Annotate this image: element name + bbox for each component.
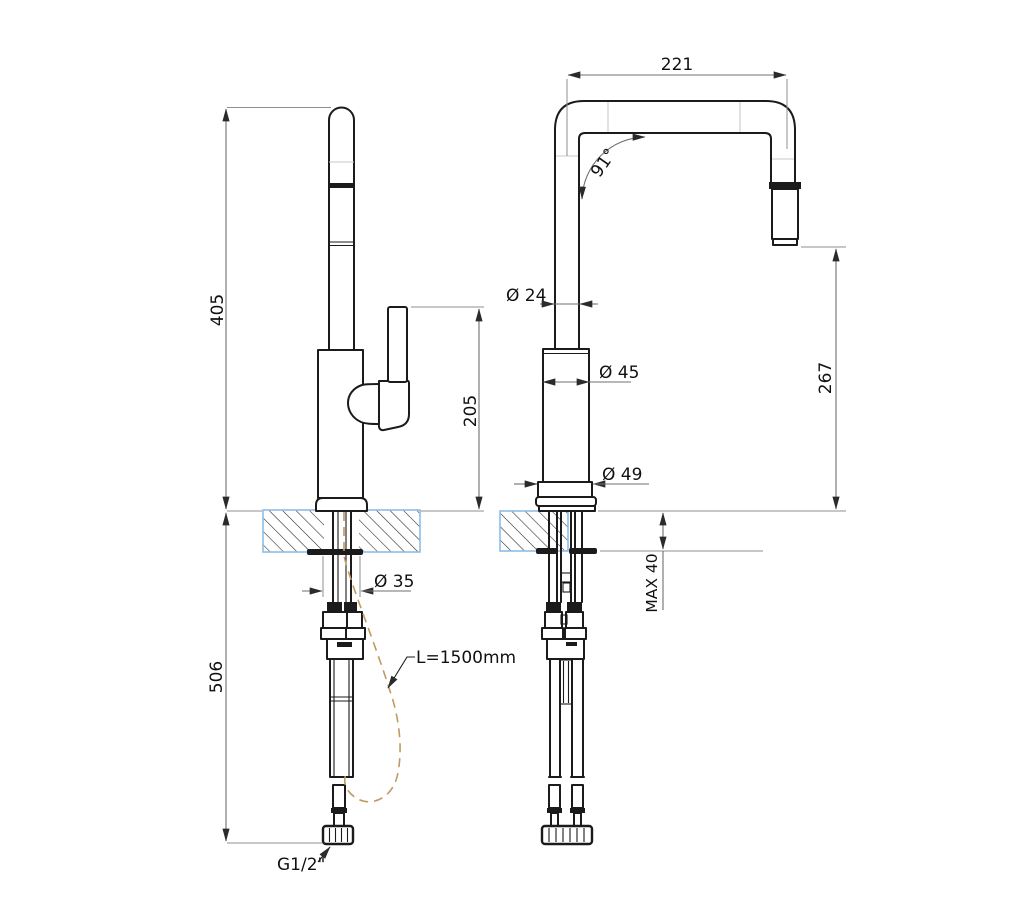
dim-label-506: 506 (207, 661, 227, 693)
front-body (542, 348, 590, 483)
front-washer-right (569, 548, 597, 554)
side-supply-hose (329, 658, 354, 778)
front-ribbed-hose (559, 659, 573, 705)
side-shank (307, 511, 363, 603)
dim-label-d24: Ø 24 (506, 286, 546, 306)
label-hose-length: L=1500mm (387, 648, 516, 689)
dim-label-267: 267 (816, 362, 836, 394)
dim-shank-diameter: Ø 35 (302, 556, 414, 597)
side-riser-seam-band (329, 183, 354, 188)
side-connector-nut (321, 824, 355, 846)
front-shank-tubes (536, 511, 597, 603)
dim-label-205: 205 (461, 395, 481, 427)
label-hose-length-text: L=1500mm (416, 648, 516, 668)
front-view: 221 91° Ø 24 Ø 45 Ø 49 (499, 55, 846, 846)
side-faucet-body (315, 106, 410, 512)
dim-label-max40: MAX 40 (643, 553, 661, 612)
dim-spout-reach: 221 (566, 55, 788, 156)
dim-max-counter-thickness: MAX 40 (598, 510, 846, 613)
front-spout-seam-band (769, 182, 801, 189)
dim-total-height: 405 (208, 107, 331, 512)
front-base (537, 481, 593, 498)
dim-label-d45: Ø 45 (599, 363, 639, 383)
dim-under-counter: 506 (207, 512, 322, 844)
label-thread-text: G1/2" (277, 855, 325, 875)
side-view: 405 205 506 Ø 35 L=1500mm (207, 106, 516, 875)
dim-outlet-height: 267 (801, 246, 846, 510)
front-faucet-body (535, 100, 801, 512)
side-countertop-hole (324, 512, 359, 550)
dim-label-d35: Ø 35 (374, 572, 414, 592)
front-aerator (772, 238, 798, 246)
side-base-flange (315, 497, 368, 512)
front-connector-nuts (540, 824, 594, 846)
side-countertop (262, 509, 421, 553)
dim-label-405: 405 (208, 294, 228, 326)
side-riser-tube (328, 106, 355, 351)
front-under-counter-fittings (540, 602, 594, 846)
dim-spout-diameter: Ø 24 (506, 286, 598, 308)
side-handle-base (377, 380, 410, 432)
front-base-flange (535, 496, 597, 507)
side-pullout-hose-dashed (343, 512, 401, 803)
side-mounting-washer (307, 549, 363, 555)
side-under-counter-fittings (320, 602, 366, 846)
dim-label-221: 221 (661, 55, 693, 75)
front-washer-left (536, 548, 557, 554)
side-handle-joint-dome (347, 383, 381, 425)
dim-body-diameter: Ø 45 (542, 363, 639, 386)
label-thread: G1/2" (277, 846, 331, 875)
front-spout-outlet (771, 188, 799, 240)
side-handle-lever (387, 306, 408, 383)
dim-label-d49: Ø 49 (602, 465, 642, 485)
dim-handle-height: 205 (411, 306, 484, 512)
side-body (317, 349, 364, 499)
dim-base-diameter: Ø 49 (514, 465, 649, 488)
